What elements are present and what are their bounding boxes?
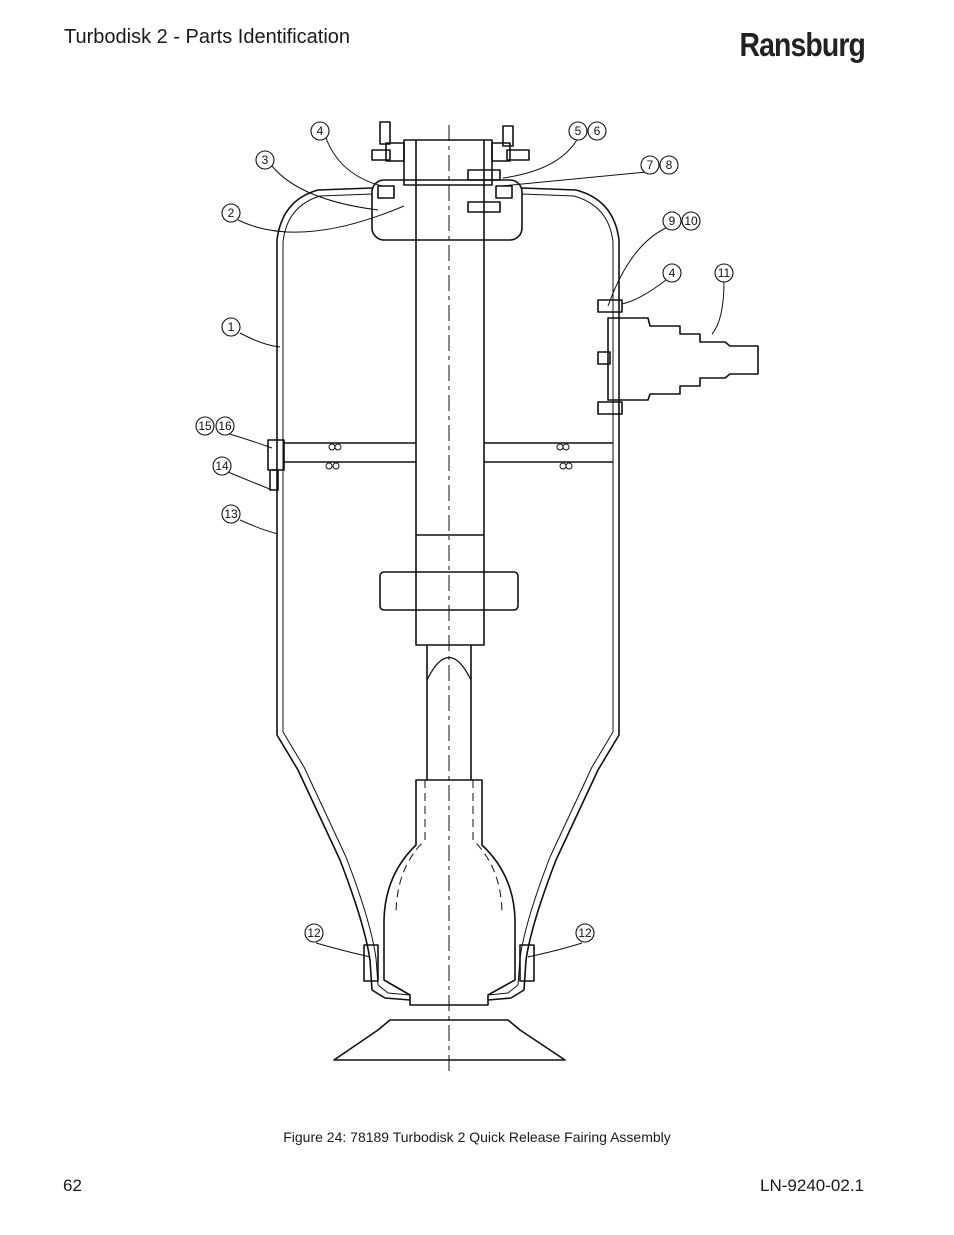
top-cap — [371, 179, 523, 241]
svg-text:9: 9 — [669, 214, 676, 228]
svg-text:4: 4 — [669, 266, 676, 280]
callout-14: 14 — [212, 456, 232, 476]
fairing-shell-left — [276, 187, 411, 1001]
svg-text:15: 15 — [198, 419, 212, 433]
side-port — [607, 317, 759, 401]
callout-2: 2 — [221, 203, 241, 223]
svg-text:8: 8 — [666, 158, 673, 172]
svg-text:6: 6 — [594, 124, 601, 138]
bell-cup — [333, 1019, 566, 1061]
callout-3: 3 — [255, 150, 275, 170]
svg-text:11: 11 — [718, 266, 731, 280]
svg-text:3: 3 — [262, 153, 269, 167]
callout-4-top: 4 — [310, 121, 330, 141]
callout-1: 1 — [221, 317, 241, 337]
callout-15: 15 — [195, 416, 215, 436]
callout-7: 7 — [640, 155, 660, 175]
svg-text:10: 10 — [684, 214, 698, 228]
callout-9: 9 — [662, 211, 682, 231]
svg-text:12: 12 — [578, 926, 592, 940]
svg-text:7: 7 — [647, 158, 654, 172]
svg-text:14: 14 — [215, 459, 229, 473]
svg-text:4: 4 — [317, 124, 324, 138]
svg-text:1: 1 — [228, 320, 235, 334]
svg-text:16: 16 — [218, 419, 232, 433]
callout-6: 6 — [587, 121, 607, 141]
bracket — [283, 442, 613, 463]
callout-12-right: 12 — [575, 923, 595, 943]
page-number: 62 — [63, 1176, 82, 1195]
callout-5: 5 — [568, 121, 588, 141]
callout-16: 16 — [215, 416, 235, 436]
svg-text:12: 12 — [307, 926, 321, 940]
callout-12-left: 12 — [304, 923, 324, 943]
callout-11: 11 — [714, 263, 734, 283]
callout-8: 8 — [659, 155, 679, 175]
callout-4-side: 4 — [662, 263, 682, 283]
motor-bell — [383, 779, 516, 1006]
figure-caption: Figure 24: 78189 Turbodisk 2 Quick Relea… — [283, 1129, 671, 1145]
callout-10: 10 — [681, 211, 701, 231]
svg-text:2: 2 — [228, 206, 235, 220]
page-title: Turbodisk 2 - Parts Identification — [64, 26, 351, 48]
document-code: LN-9240-02.1 — [760, 1176, 864, 1195]
brand-logo: Ransburg — [739, 26, 865, 63]
fairing-shell-right — [487, 187, 620, 1001]
svg-text:13: 13 — [224, 507, 238, 521]
callout-13: 13 — [221, 504, 241, 524]
svg-text:5: 5 — [575, 124, 582, 138]
shaft — [415, 140, 485, 535]
